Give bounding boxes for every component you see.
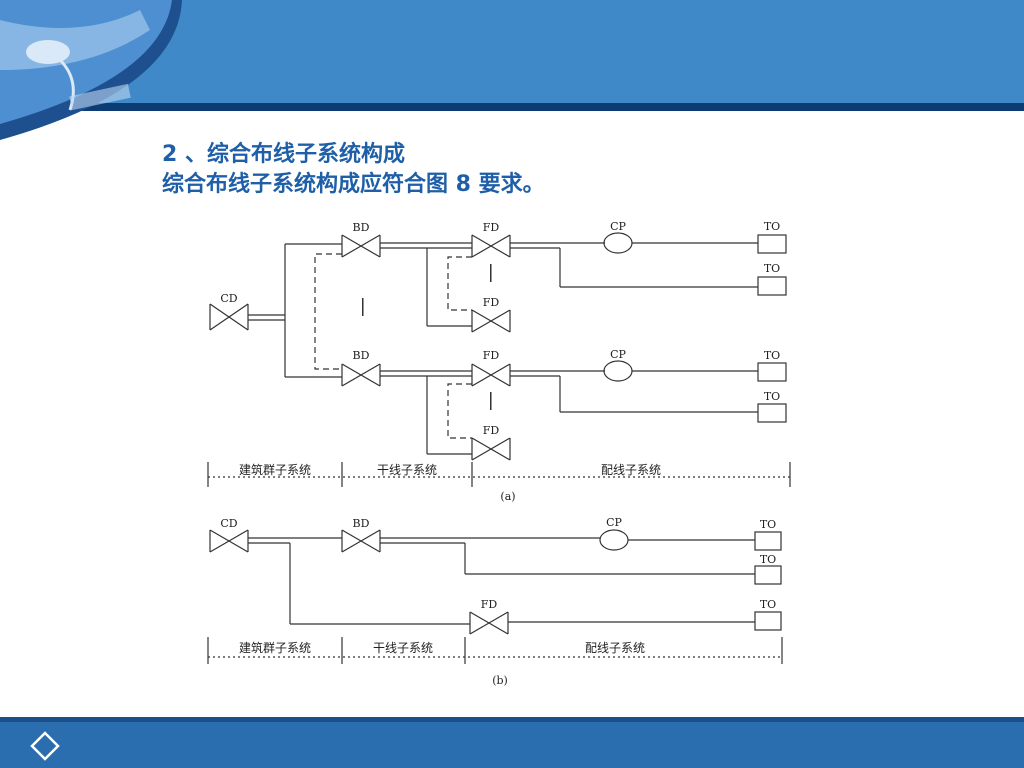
caption-b: (b) [492,674,508,687]
segment-campus-a: 建筑群子系统 [239,462,311,477]
label-fd-4: FD [483,424,500,437]
segment-horizontal-b: 配线子系统 [585,641,645,655]
label-to-b3: TO [760,598,776,611]
to-box-4 [758,404,786,422]
fd-node-4 [472,438,510,460]
label-bd-2: BD [353,349,370,362]
label-cd: CD [220,292,237,305]
bd-node-b [342,530,380,552]
to-box-b3 [755,612,781,630]
label-to-1: TO [764,220,780,233]
label-to-b1: TO [760,518,776,531]
fd-node-b [470,612,508,634]
footer-band [0,722,1024,768]
diamond-icon [30,731,60,761]
to-box-3 [758,363,786,381]
label-to-2: TO [764,262,780,275]
segment-backbone-b: 干线子系统 [373,641,433,655]
label-cp-1: CP [610,220,626,233]
fd-node-1 [472,235,510,257]
segment-backbone-a: 干线子系统 [377,463,437,477]
bd-node-1 [342,235,380,257]
label-fd-3: FD [483,349,500,362]
label-to-b2: TO [760,553,776,566]
cd-node [210,304,248,330]
label-to-4: TO [764,390,780,403]
label-bd-1: BD [353,221,370,234]
segment-horizontal-a: 配线子系统 [601,463,661,477]
label-cp-b: CP [606,516,622,529]
label-fd-b: FD [481,598,498,611]
label-cp-2: CP [610,348,626,361]
label-cd-b: CD [220,517,237,530]
segment-campus-b: 建筑群子系统 [239,640,311,655]
fd-node-3 [472,364,510,386]
fd-node-2 [472,310,510,332]
caption-a: (a) [500,490,515,503]
slide-title: 2 、综合布线子系统构成 综合布线子系统构成应符合图 8 要求。 [162,140,545,200]
label-bd-b: BD [353,517,370,530]
to-box-b1 [755,532,781,550]
cabling-diagram: CD BD FD CP TO TO FD BD FD CP TO TO FD 建… [190,212,810,697]
label-fd-1: FD [483,221,500,234]
label-to-3: TO [764,349,780,362]
corner-decoration [0,0,190,160]
label-fd-2: FD [483,296,500,309]
to-box-b2 [755,566,781,584]
slide-subheading: 综合布线子系统构成应符合图 8 要求。 [162,170,545,200]
slide-heading: 2 、综合布线子系统构成 [162,140,545,170]
to-box-2 [758,277,786,295]
to-box-1 [758,235,786,253]
cd-node-b [210,530,248,552]
bd-node-2 [342,364,380,386]
